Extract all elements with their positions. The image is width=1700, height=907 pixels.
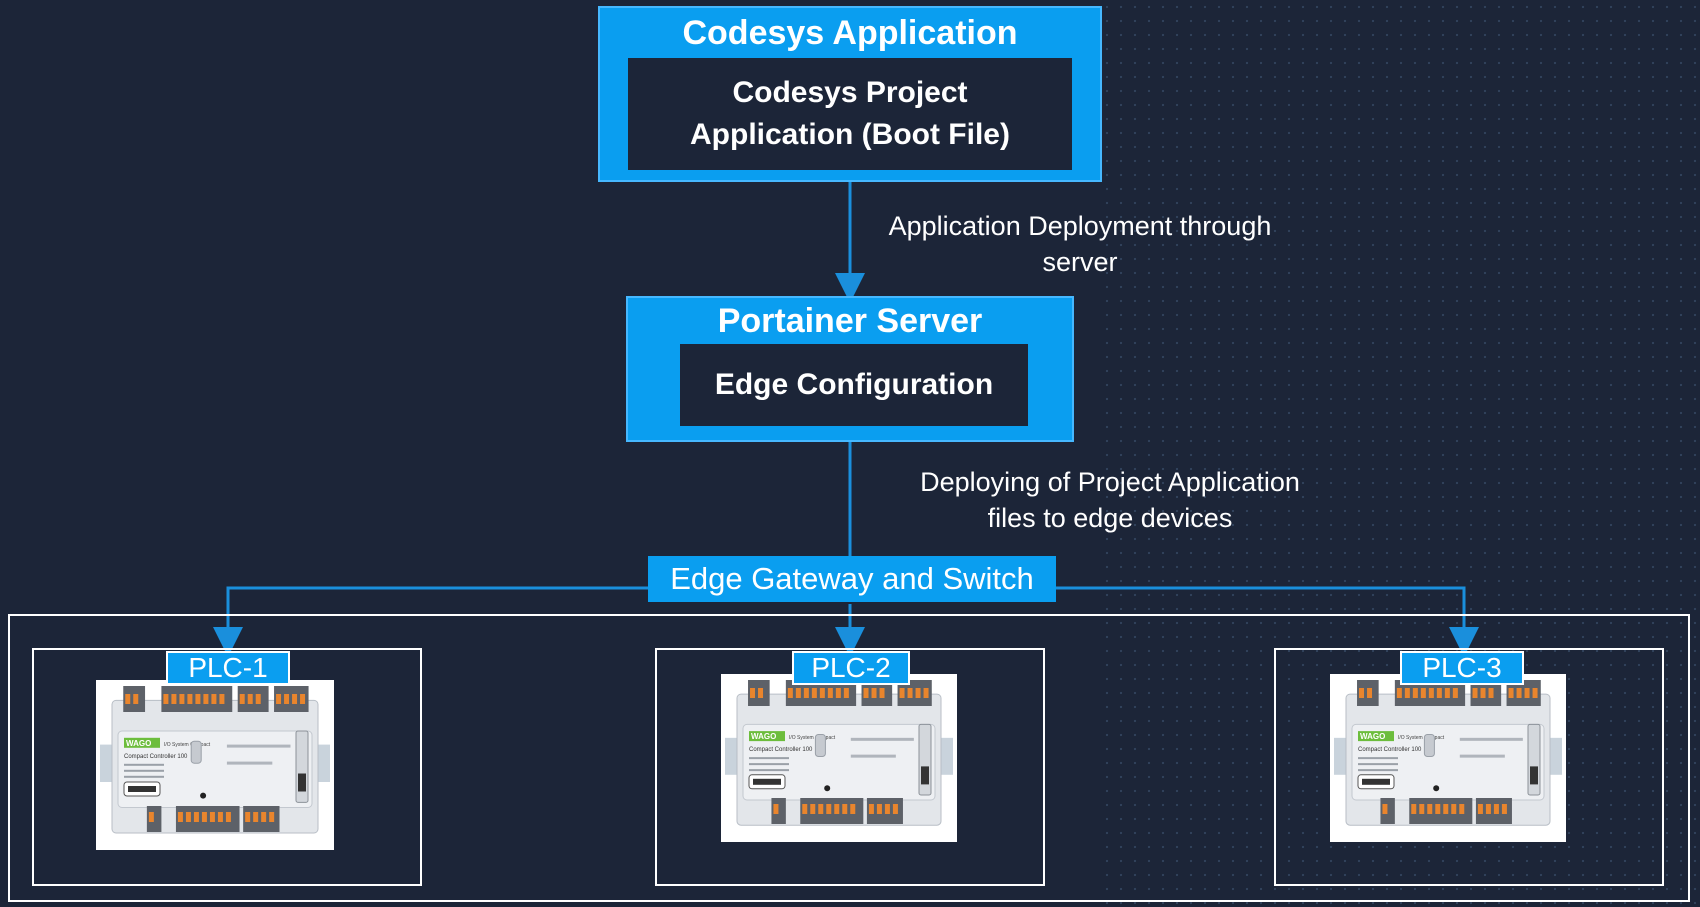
plc-3-frame: [1274, 648, 1664, 886]
portainer-server-box: Portainer Server Edge Configuration: [626, 296, 1074, 442]
svg-text:Compact Controller 100: Compact Controller 100: [749, 747, 813, 753]
svg-text:Compact Controller 100: Compact Controller 100: [1358, 747, 1422, 753]
plc-1-frame: [32, 648, 422, 886]
svg-text:WAGO: WAGO: [1360, 732, 1385, 741]
plc-3-label: PLC-3: [1400, 651, 1524, 685]
svg-text:I/O System Compact: I/O System Compact: [789, 735, 836, 741]
edge-configuration-box: Edge Configuration: [678, 342, 1030, 428]
svg-text:Compact Controller 100: Compact Controller 100: [124, 754, 188, 760]
svg-text:I/O System Compact: I/O System Compact: [1398, 735, 1445, 741]
deploying-label: Deploying of Project Application files t…: [880, 464, 1340, 537]
deploying-label-line1: Deploying of Project Application: [920, 467, 1300, 497]
deployment-label-line1: Application Deployment through: [888, 211, 1272, 241]
deploying-label-line2: files to edge devices: [987, 503, 1233, 534]
svg-text:WAGO: WAGO: [126, 739, 151, 748]
edge-gateway-switch: Edge Gateway and Switch: [648, 556, 1056, 602]
arrow-gateway-to-plc1: [213, 586, 648, 657]
arrow-gateway-to-plc3: [1056, 586, 1479, 657]
edge-devices-container: [8, 614, 1690, 902]
codesys-project-line1: Codesys Project: [732, 76, 968, 109]
plc-2-label: PLC-2: [792, 651, 910, 685]
deployment-label-line2: server: [1042, 247, 1118, 278]
plc-2-frame: [655, 648, 1045, 886]
edge-configuration-label: Edge Configuration: [714, 368, 994, 401]
codesys-project-line2: Application (Boot File): [690, 118, 1010, 151]
svg-text:I/O System Compact: I/O System Compact: [164, 742, 211, 748]
codesys-application-box: Codesys Application Codesys Project Appl…: [598, 6, 1102, 182]
deployment-label: Application Deployment through server: [860, 208, 1300, 281]
codesys-application-title: Codesys Application: [682, 14, 1018, 52]
codesys-project-box: Codesys Project Application (Boot File): [626, 56, 1074, 172]
plc-1-label: PLC-1: [166, 651, 290, 685]
svg-text:WAGO: WAGO: [751, 732, 776, 741]
portainer-server-title: Portainer Server: [717, 302, 983, 340]
